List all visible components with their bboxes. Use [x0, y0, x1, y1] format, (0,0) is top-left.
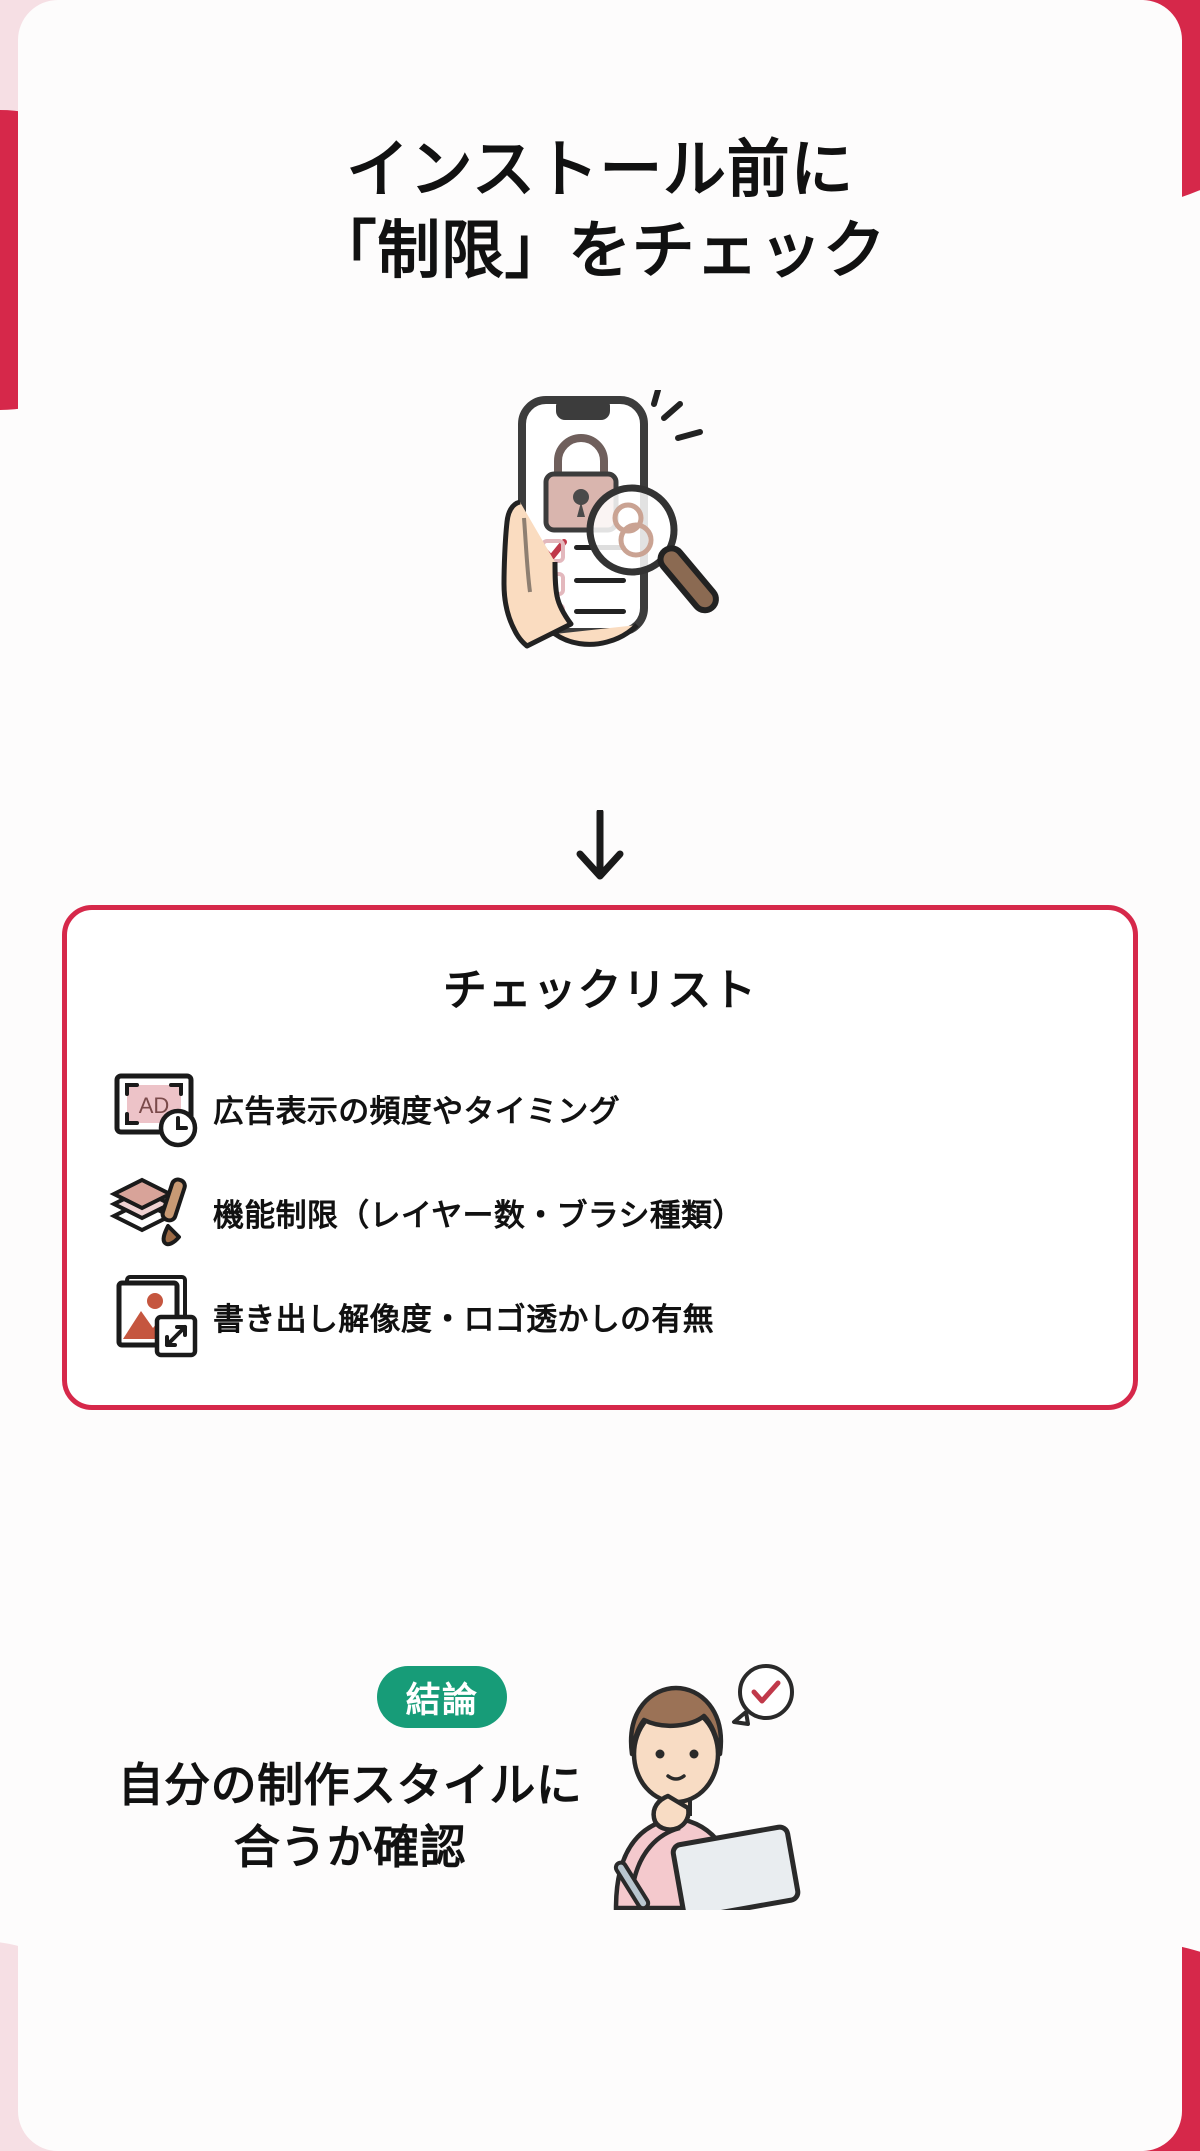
conclusion-line-1: 自分の制作スタイルに [117, 1759, 583, 1811]
conclusion-text: 自分の制作スタイルに 合うか確認 [70, 1755, 630, 1878]
layers-brush-icon [101, 1172, 213, 1252]
checklist-item: 書き出し解像度・ロゴ透かしの有無 [101, 1264, 1099, 1368]
hero-illustration [0, 390, 1200, 660]
checklist-item-label: 広告表示の頻度やタイミング [213, 1093, 621, 1129]
flow-arrow [0, 808, 1200, 889]
page-title-line-2: 「制限」をチェック [313, 215, 887, 286]
hand-icon [501, 499, 639, 649]
ad-frequency-icon: AD [101, 1068, 213, 1148]
conclusion-line-2: 合うか確認 [233, 1820, 467, 1873]
page-title-line-1: インストール前に [346, 135, 854, 205]
conclusion-badge-label: 結論 [405, 1680, 479, 1720]
checklist-item-label: 書き出し解像度・ロゴ透かしの有無 [213, 1301, 714, 1337]
checklist-rows: AD 広告表示の頻度やタイミング [67, 1056, 1133, 1368]
svg-text:AD: AD [139, 1093, 170, 1118]
checklist-item: AD 広告表示の頻度やタイミング [101, 1056, 1099, 1160]
image-export-icon [101, 1273, 213, 1359]
check-circle-icon [732, 1664, 794, 1726]
tablet-icon [670, 1824, 801, 1921]
page-title: インストール前に 「制限」をチェック [0, 130, 1200, 291]
checklist-card: チェックリスト AD [62, 905, 1138, 1410]
person-with-tablet-icon [580, 1650, 810, 1921]
stylus-icon [613, 1860, 651, 1911]
conclusion-badge: 結論 [377, 1666, 507, 1728]
checklist-item-label: 機能制限（レイヤー数・ブラシ種類） [213, 1197, 744, 1233]
checklist-item: 機能制限（レイヤー数・ブラシ種類） [101, 1160, 1099, 1264]
sparkle-lines-icon [651, 390, 703, 441]
magnifying-glass-icon [586, 484, 719, 614]
down-arrow-icon [576, 808, 624, 880]
checklist-title: チェックリスト [442, 966, 758, 1015]
